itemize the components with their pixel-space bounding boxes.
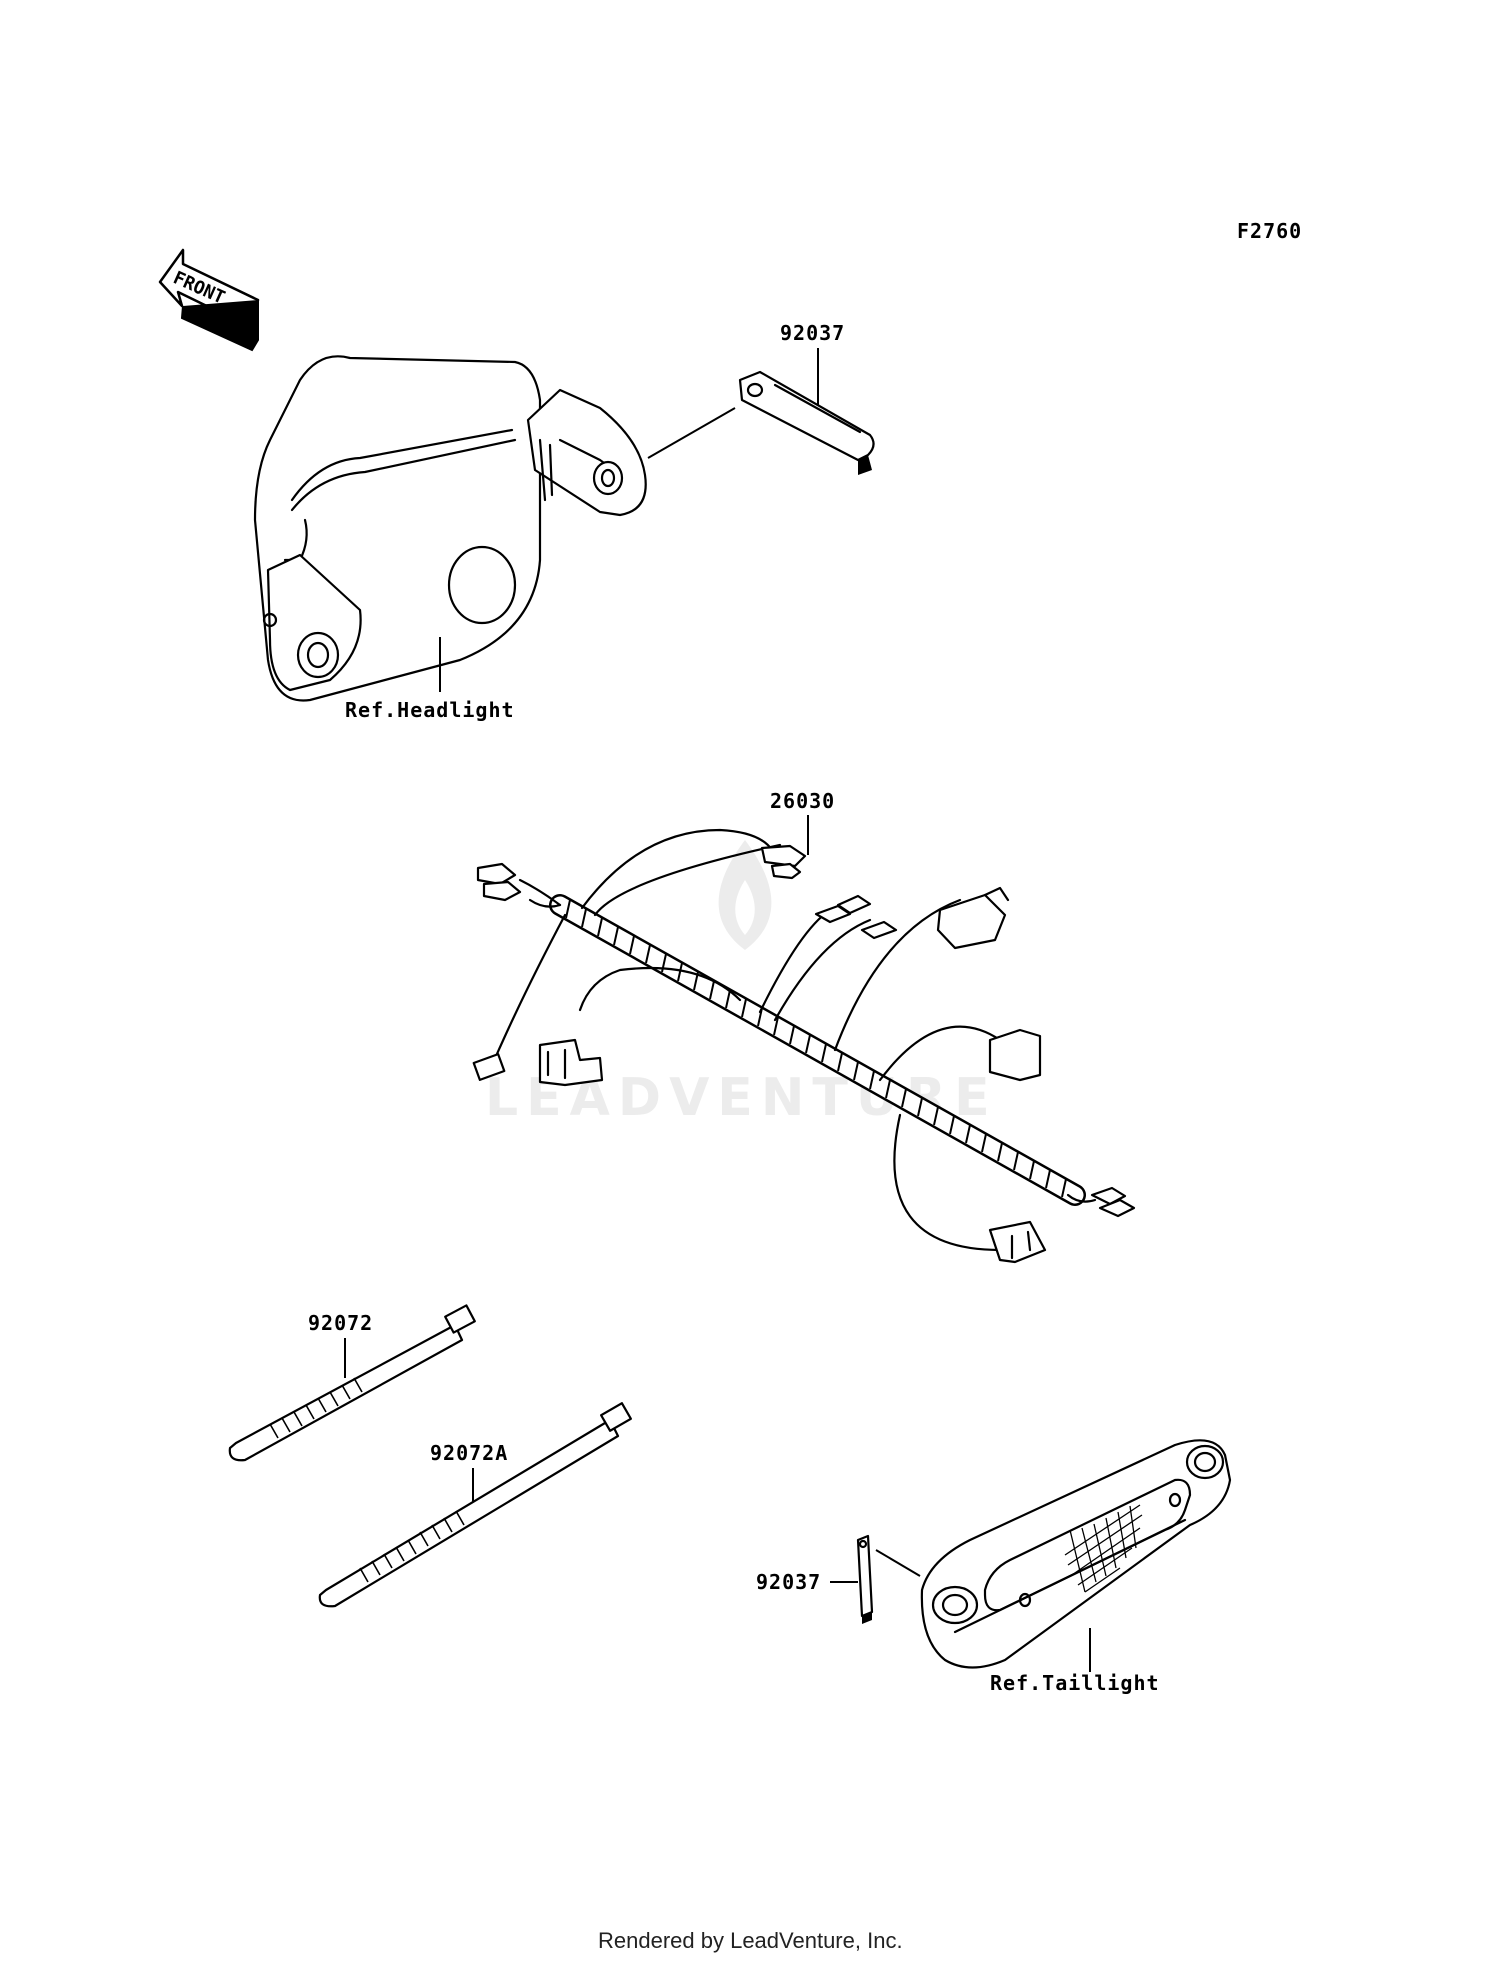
band-long-part: [318, 1402, 632, 1608]
headlight-illustration: [253, 355, 647, 702]
footer-credit: Rendered by LeadVenture, Inc.: [598, 1928, 903, 1953]
band-short-label: 92072: [308, 1311, 373, 1335]
wiring-harness: [472, 828, 1136, 1264]
diagram-code: F2760: [1237, 219, 1302, 243]
taillight-ref-label: Ref.Taillight: [990, 1671, 1160, 1695]
reflector-top-part: [738, 370, 875, 475]
harness-label: 26030: [770, 789, 835, 813]
reflector-bottom-label: 92037: [756, 1570, 821, 1594]
reflector-top-label: 92037: [780, 321, 845, 345]
band-long-label: 92072A: [430, 1441, 508, 1465]
reflector-bottom-part: [856, 1534, 874, 1624]
front-arrow-icon: FRONT: [158, 248, 260, 352]
headlight-ref-label: Ref.Headlight: [345, 698, 515, 722]
taillight-illustration: [920, 1439, 1232, 1669]
band-short-part: [228, 1304, 476, 1462]
